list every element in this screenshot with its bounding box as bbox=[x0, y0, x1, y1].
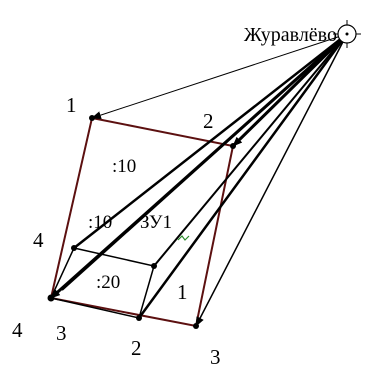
inner-vertex-4-point bbox=[71, 245, 77, 251]
parcel-label-upper: :10 bbox=[112, 156, 136, 177]
inner-vertex-1-label: 1 bbox=[177, 280, 188, 304]
inner-vertex-2-point bbox=[136, 315, 142, 321]
outer-vertex-3-label: 3 bbox=[210, 345, 221, 369]
parcel-label-zone: ЗУ1 bbox=[140, 212, 172, 233]
station-name: Журавлёво bbox=[244, 24, 337, 46]
parcel-label-inner: :20 bbox=[96, 272, 120, 293]
outer-vertex-1-point bbox=[89, 115, 95, 121]
outer-vertex-2-point bbox=[230, 143, 236, 149]
survey-point-circle-icon bbox=[333, 20, 361, 48]
outer-vertex-2-label: 2 bbox=[203, 109, 214, 133]
inner-vertex-4-label: 4 bbox=[12, 318, 23, 342]
ray-to-inner-2 bbox=[137, 33, 349, 319]
ray-extra bbox=[61, 33, 348, 291]
inner-vertex-1-point bbox=[151, 263, 157, 269]
inner-vertex-2-label: 2 bbox=[131, 336, 142, 360]
vertex-points bbox=[47, 115, 236, 329]
ray-to-inner-1 bbox=[153, 33, 348, 267]
ray-to-outer-3 bbox=[195, 33, 348, 327]
inner-vertex-3-label: 3 bbox=[56, 321, 67, 345]
outer-vertex-4-label: 4 bbox=[33, 228, 44, 252]
direction-rays bbox=[50, 32, 349, 327]
green-tick-marker bbox=[177, 235, 190, 241]
outer-vertex-4-point bbox=[47, 294, 55, 302]
ray-to-outer-1 bbox=[91, 33, 348, 119]
outer-vertex-3-point bbox=[193, 323, 199, 329]
ray-to-inner-4 bbox=[73, 33, 348, 249]
outer-vertex-1-label: 1 bbox=[66, 93, 77, 117]
parcel-label-lower: :10 bbox=[88, 212, 112, 233]
